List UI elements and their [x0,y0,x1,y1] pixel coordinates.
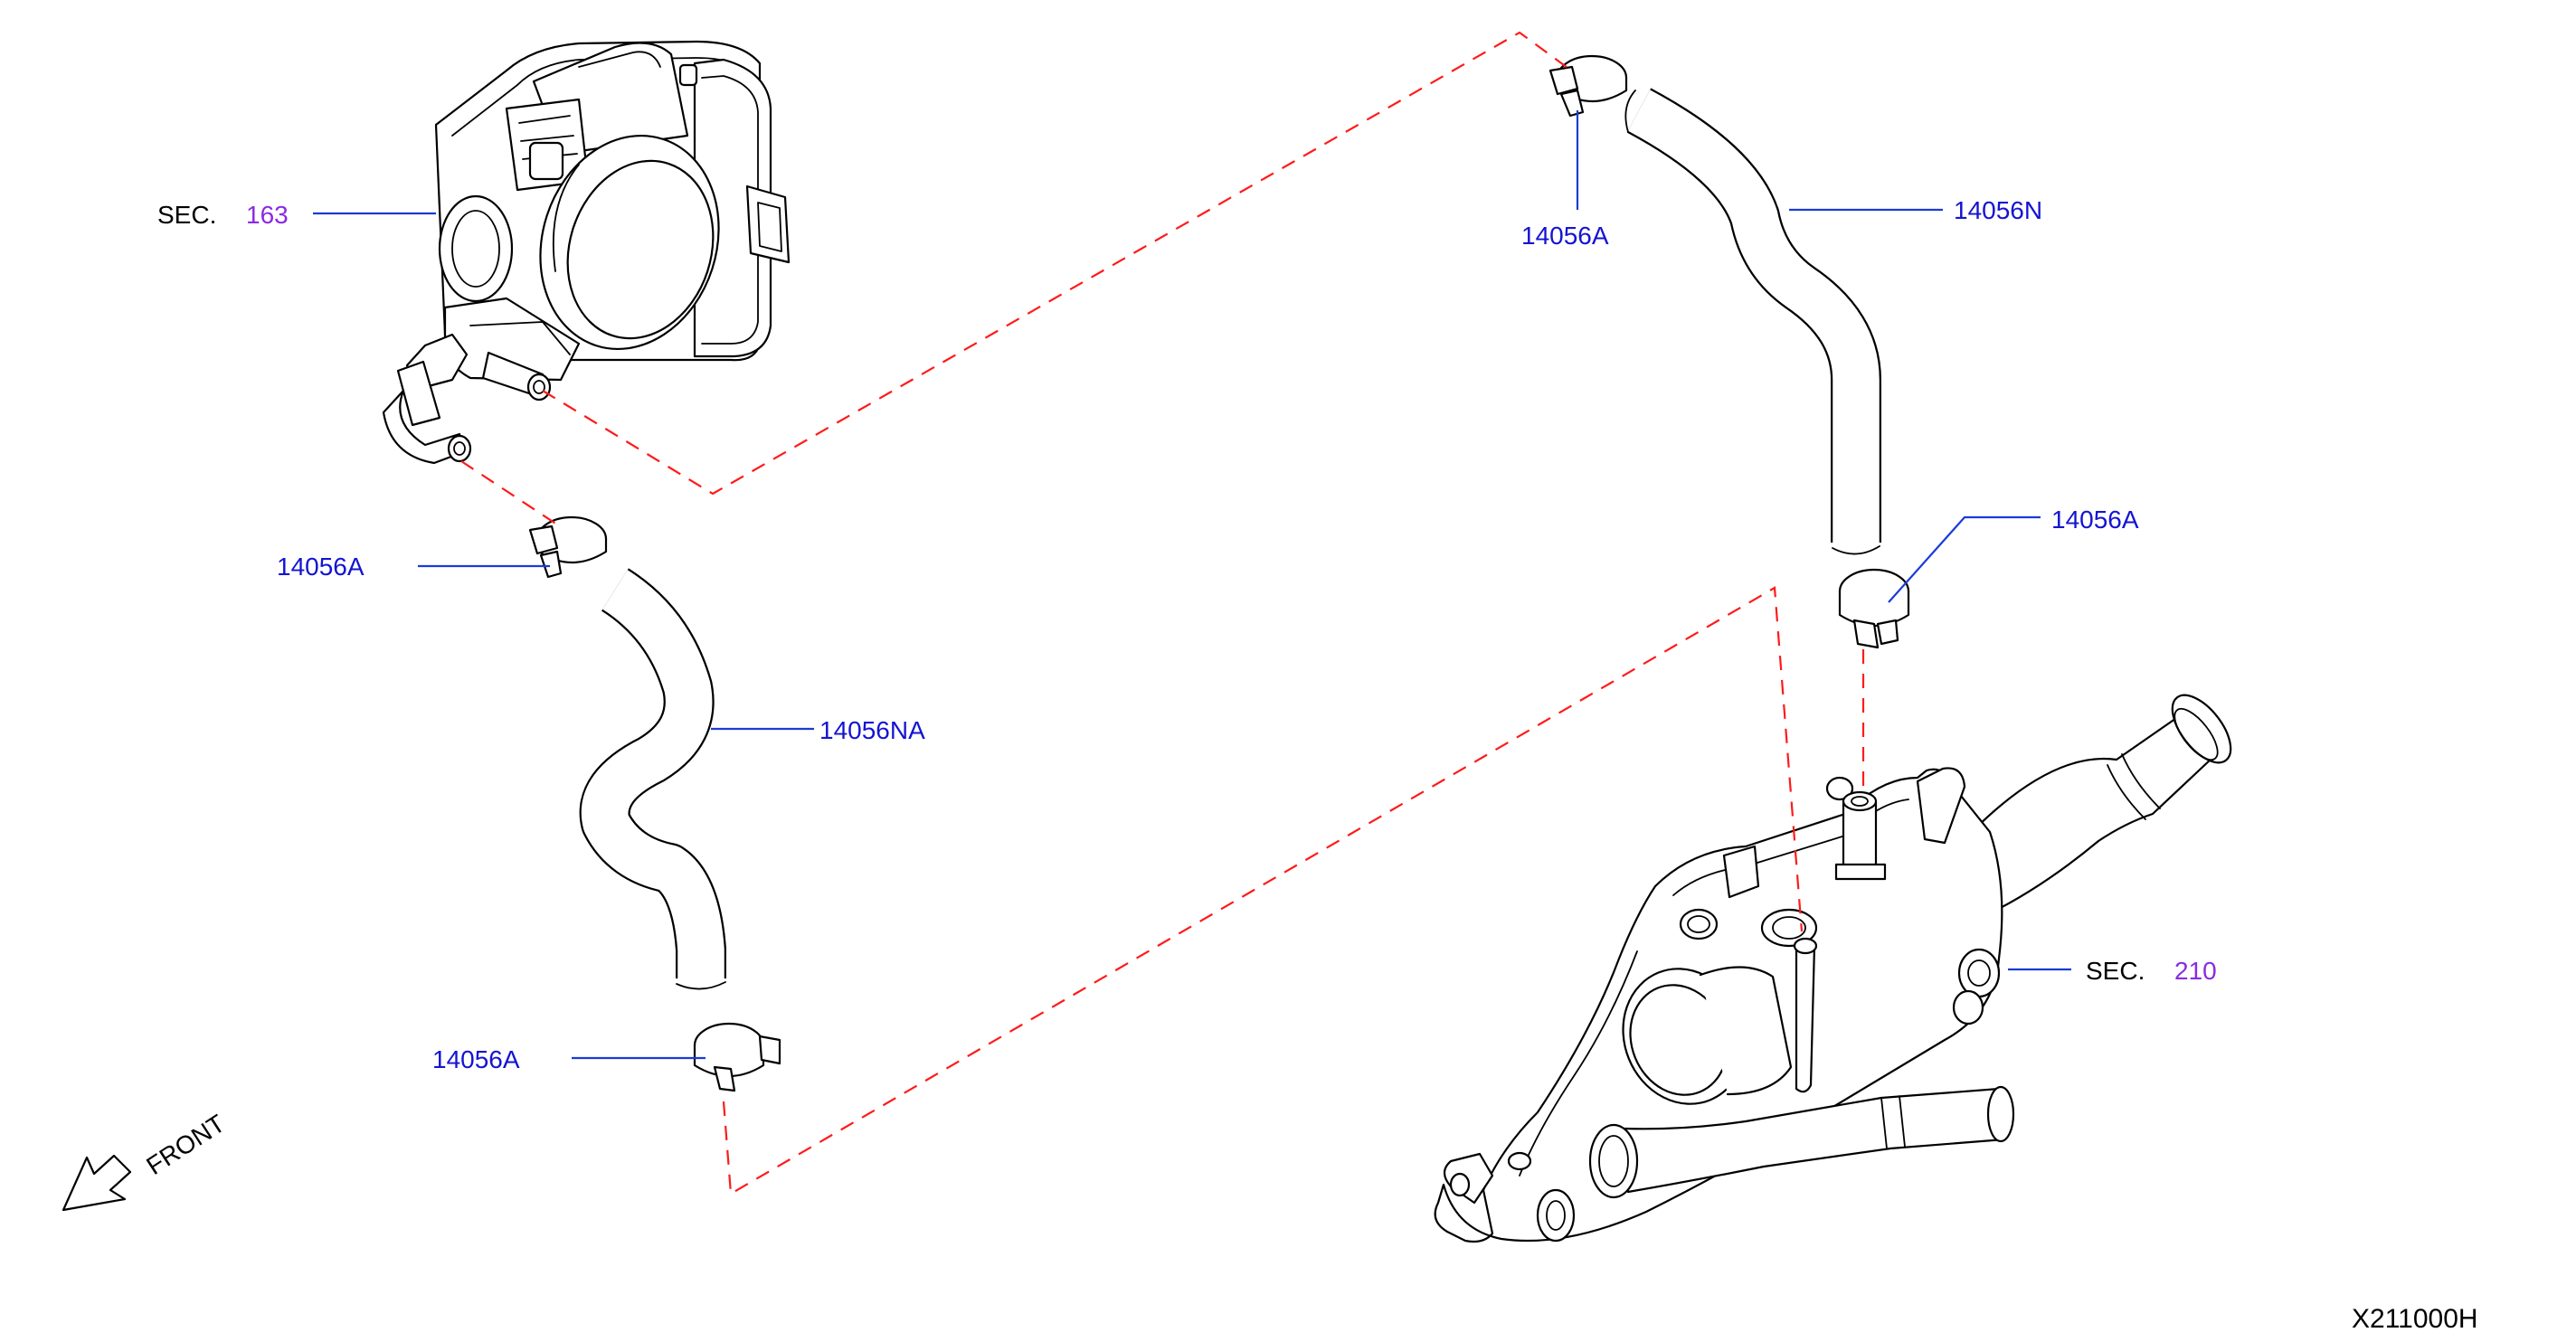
part-number-clamp-right[interactable]: 14056A [2051,506,2139,534]
water-outlet-housing [1434,694,2232,1243]
dash-nipple-to-upper-left-clamp [460,460,564,529]
labels: SEC. 163 14056A 14056N 14056A 14056A 140… [157,196,2478,1334]
part-number-hose-right[interactable]: 14056N [1954,196,2042,224]
clamp-upper-left [528,515,608,579]
front-arrow-icon [62,1154,132,1212]
front-label: FRONT [141,1110,230,1181]
clamp-lower-left [693,1022,781,1092]
part-number-hose-left[interactable]: 14056NA [819,716,925,744]
sec-210-number[interactable]: 210 [2174,957,2217,985]
part-number-clamp-top[interactable]: 14056A [1521,222,1609,250]
leader-lines [313,110,2071,1060]
sec-210-prefix: SEC. [2086,957,2145,985]
hose-14056n [1624,88,1881,555]
front-indicator: FRONT [62,1110,230,1212]
sec-163-prefix: SEC. [157,201,216,229]
throttle-body [382,40,791,465]
dash-lower-clamp-to-housing [722,586,1804,1196]
clamp-top [1548,54,1628,118]
clamp-right [1838,568,1910,649]
part-number-clamp-lower-left[interactable]: 14056A [432,1045,520,1073]
sec-163-number[interactable]: 163 [246,201,289,229]
part-number-clamp-upper-left[interactable]: 14056A [277,553,365,581]
diagram-code: X211000H [2352,1304,2478,1334]
connection-lines [460,31,1865,1196]
hose-14056na [579,568,726,990]
dash-throttle-to-top-clamp [542,31,1575,496]
